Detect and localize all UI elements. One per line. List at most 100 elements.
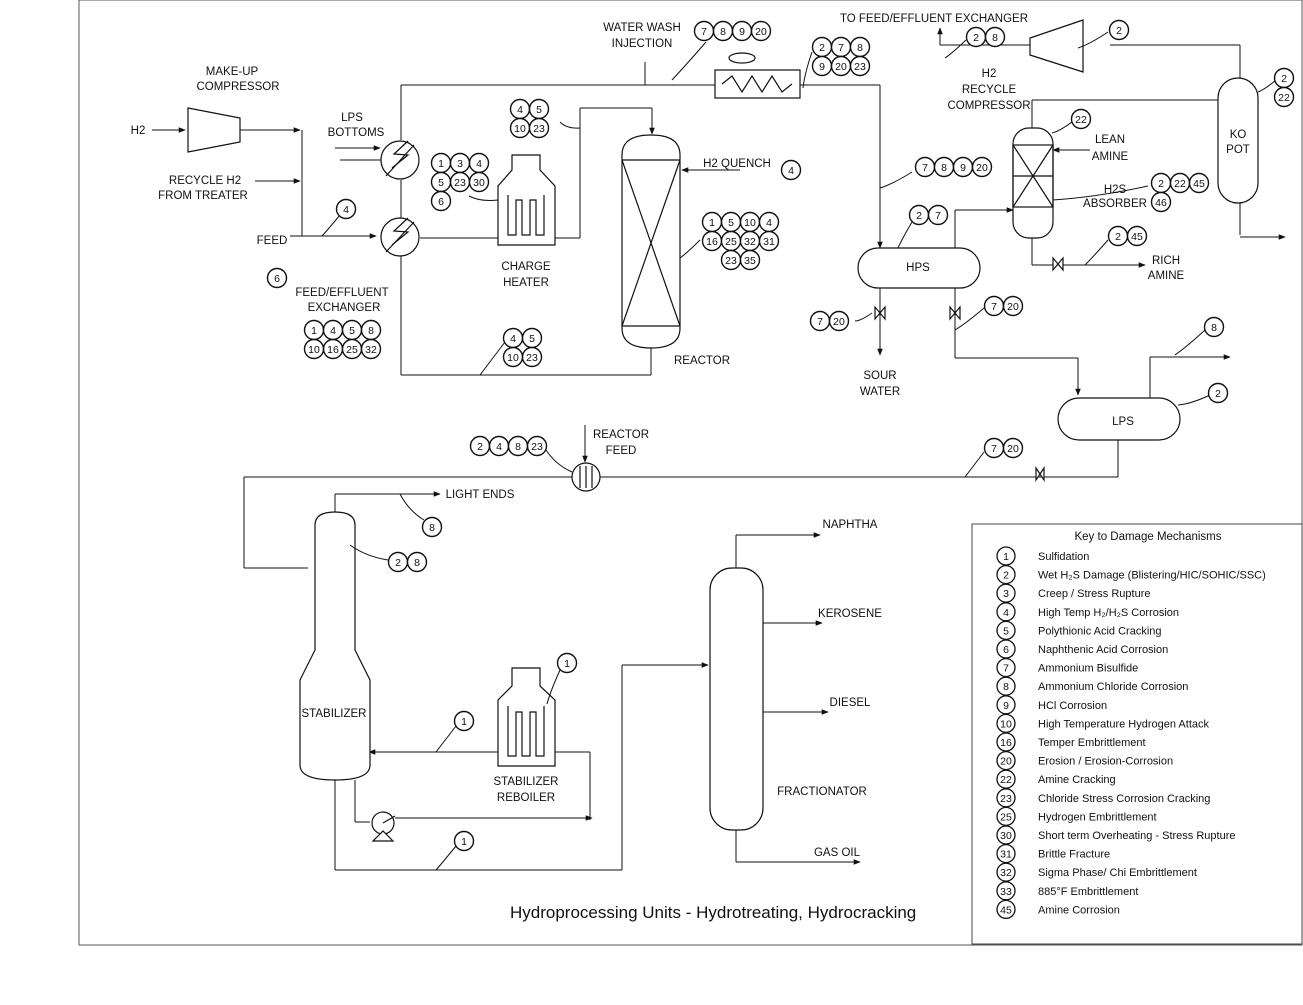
recycle-h2-label-2: FROM TREATER (158, 190, 248, 202)
reactor-feed-label-2: FEED (606, 445, 637, 457)
stabilizer-reboiler-label-2: REBOILER (497, 792, 555, 804)
reactor-vessel (621, 134, 681, 349)
rich-amine-label-1: RICH (1152, 255, 1180, 267)
stabilizer-reboiler-label-1: STABILIZER (494, 776, 559, 788)
tag-leader-line (1077, 31, 1109, 49)
damage-tag-number: 20 (835, 61, 847, 73)
recycle-compressor-label-2: RECYCLE (962, 84, 1017, 96)
tag-leader-line (321, 214, 341, 237)
damage-tag-number: 5 (438, 177, 444, 189)
tag-leader-line (559, 121, 581, 129)
damage-tag-number: 5 (536, 104, 542, 116)
damage-tag-circle (1150, 191, 1172, 213)
damage-tag-number: 7 (838, 42, 844, 54)
lps-vessel (1057, 397, 1181, 441)
recycle-compressor-label-3: COMPRESSOR (947, 100, 1030, 112)
tag-leader-line (479, 341, 506, 376)
tag-leader-line (1257, 79, 1277, 93)
legend-label: Chloride Stress Corrosion Cracking (1038, 793, 1210, 805)
damage-tag-number: 20 (1007, 301, 1019, 313)
recycle-h2-label-1: RECYCLE H2 (169, 175, 241, 187)
legend-number: 16 (1000, 737, 1012, 749)
legend-label: Ammonium Chloride Corrosion (1038, 681, 1188, 693)
legend-number: 6 (1003, 644, 1009, 656)
piping (152, 27, 1286, 871)
charge-heater-label-2: HEATER (503, 277, 549, 289)
damage-tag-number: 8 (720, 26, 726, 38)
damage-tag-number: 2 (973, 32, 979, 44)
damage-tag-circle (1108, 19, 1130, 41)
damage-tag-circle (739, 249, 761, 271)
damage-tag-lps: 2 (1177, 382, 1229, 406)
lps-bottoms-label-2: BOTTOMS (328, 127, 385, 139)
damage-tag-circle (266, 267, 288, 289)
damage-tag-circle (453, 830, 475, 852)
damage-tag-number: 7 (817, 316, 823, 328)
legend-label: Sulfidation (1038, 551, 1089, 563)
legend-number: 22 (1000, 774, 1012, 786)
legend-label: HCl Corrosion (1038, 700, 1107, 712)
damage-tag-lps-overhead: 8 (1174, 316, 1225, 356)
water-wash-label-1: WATER WASH (603, 22, 681, 34)
tag-leader-line (954, 307, 985, 331)
to-feed-effluent-label: TO FEED/EFFLUENT EXCHANGER (840, 13, 1028, 25)
legend-label: Creep / Stress Rupture (1038, 588, 1151, 600)
damage-tag-number: 7 (991, 301, 997, 313)
damage-tag-stabilizer-bottoms: 1 (435, 830, 475, 871)
legend-number: 4 (1003, 607, 1009, 619)
tag-leader-line (1051, 121, 1073, 134)
damage-tag-number: 30 (473, 177, 485, 189)
damage-tag-number: 8 (414, 557, 420, 569)
legend-number: 9 (1003, 700, 1009, 712)
legend-number: 5 (1003, 625, 1009, 637)
damage-tag-number: 2 (1116, 25, 1122, 37)
damage-tag-circle (1002, 295, 1024, 317)
damage-tag-number: 20 (833, 316, 845, 328)
drawing-frame (78, 0, 1303, 946)
damage-tag-number: 10 (507, 352, 519, 364)
damage-tag-number: 8 (992, 32, 998, 44)
damage-tag-circle (556, 652, 578, 674)
equipment (187, 19, 1259, 842)
legend-title: Key to Damage Mechanisms (1074, 531, 1221, 543)
damage-tag-circle (828, 310, 850, 332)
damage-tag-number: 9 (819, 61, 825, 73)
damage-tag-feed-line: 4 (321, 198, 357, 237)
damage-tag-circle (453, 710, 475, 732)
damage-tag-reboiler-return: 1 (435, 710, 475, 753)
damage-tag-circle (1203, 316, 1225, 338)
damage-tag-circle (984, 26, 1006, 48)
reactor-feed-exchanger-icon (571, 462, 601, 492)
makeup-compressor-icon (187, 107, 241, 153)
ko-pot-label-2: POT (1226, 144, 1250, 156)
damage-tag-number: 7 (701, 26, 707, 38)
damage-tag-number: 32 (365, 344, 377, 356)
damage-tag-number: 4 (496, 441, 502, 453)
damage-tag-circle (521, 346, 543, 368)
damage-tag-number: 5 (349, 325, 355, 337)
damage-tag-number: 45 (1131, 231, 1143, 243)
damage-tag-number: 9 (960, 162, 966, 174)
water-wash-label-2: INJECTION (612, 38, 673, 50)
stabilizer-reboiler-icon (497, 667, 556, 767)
damage-tag-circle (360, 338, 382, 360)
tag-leader-line (802, 51, 813, 89)
legend-label: Brittle Fracture (1038, 849, 1110, 861)
tag-leader-line (435, 725, 457, 753)
damage-tag-number: 1 (461, 836, 467, 848)
legend-label: Hydrogen Embrittlement (1038, 811, 1157, 823)
damage-tag-h2-quench: 4 (780, 159, 802, 181)
